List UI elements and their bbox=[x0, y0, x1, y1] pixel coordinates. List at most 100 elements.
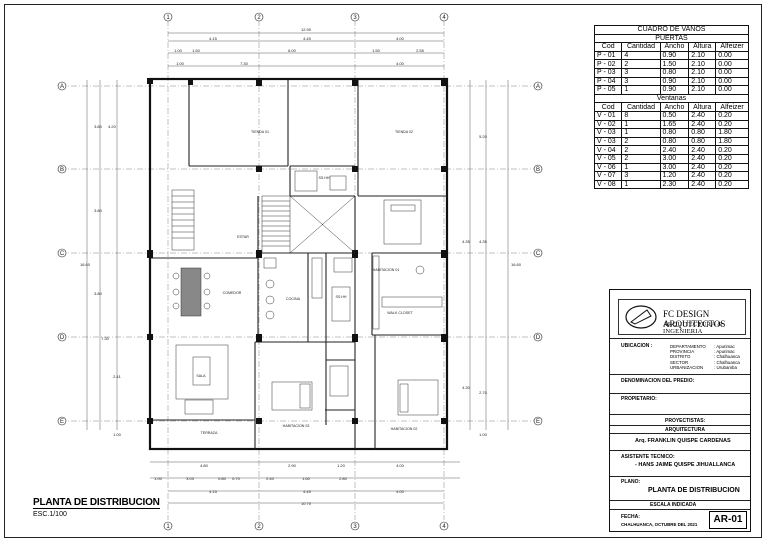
axis-label: 2 bbox=[257, 15, 261, 21]
schedule-cell: 0.00 bbox=[715, 85, 749, 95]
axis-bubble-4-top bbox=[439, 12, 449, 22]
schedule-cell: 1.80 bbox=[715, 136, 749, 147]
bed-1 bbox=[383, 199, 422, 245]
discipline: ARQUITECTURA bbox=[665, 427, 705, 433]
schedule-cell: 2 bbox=[621, 136, 661, 147]
schedule-cell: P - 02 bbox=[593, 59, 623, 69]
schedule-title: CUADRO DE VANOS bbox=[594, 25, 749, 35]
location-values: : Apurimac: Apurimac: Chalhuanca: Chalhu… bbox=[714, 344, 740, 370]
schedule-cell: 2.10 bbox=[688, 85, 717, 95]
schedule-cell: 0.90 bbox=[659, 50, 690, 61]
schedule-header-cell: Cantidad bbox=[621, 42, 661, 52]
bed-3 bbox=[271, 381, 313, 411]
schedule-cell: 2.10 bbox=[688, 59, 717, 69]
schedule-cell: 2.40 bbox=[688, 145, 717, 155]
room-label: TIENDA 02 bbox=[395, 130, 413, 134]
schedule-cell: P - 01 bbox=[593, 50, 623, 61]
plan-label: PLANO: bbox=[621, 479, 641, 485]
axis-bubble-a-left bbox=[57, 81, 67, 91]
bed-2 bbox=[397, 379, 439, 416]
axis-label: D bbox=[60, 335, 65, 341]
schedule-cell: 1 bbox=[621, 179, 661, 190]
location-line: : Urubamba bbox=[714, 364, 737, 370]
schedule-cell: P - 03 bbox=[593, 67, 623, 78]
schedule-cell: 0.80 bbox=[659, 136, 690, 147]
room-label: SS.HH bbox=[336, 295, 347, 299]
dining-table bbox=[180, 267, 202, 317]
dim-label: 1.00 bbox=[154, 476, 163, 481]
dim-label: 2.55 bbox=[416, 48, 425, 53]
axis-bubble-3-top bbox=[350, 12, 360, 22]
dim-label: 2.41 bbox=[113, 374, 122, 379]
sheet-number: AR-01 bbox=[709, 511, 747, 529]
room-label: ESTAR bbox=[237, 235, 249, 239]
axis-label: 3 bbox=[353, 15, 357, 21]
schedule-cell: 3 bbox=[621, 76, 661, 87]
schedule-cell: 1.20 bbox=[659, 171, 690, 181]
location-line: PROVINCIA bbox=[670, 349, 695, 355]
dim-label: 0.70 bbox=[232, 476, 241, 481]
location-line: DISTRITO bbox=[670, 354, 691, 360]
firm-logo-icon bbox=[625, 305, 657, 329]
windows-title: Ventanas bbox=[594, 93, 749, 104]
schedule-cell: 0.90 bbox=[659, 85, 690, 95]
schedule-cell: 3.00 bbox=[659, 153, 690, 164]
dim-label: 4.30 bbox=[462, 385, 471, 390]
dim-label: 4.35 bbox=[479, 239, 488, 244]
dim-label: 2.90 bbox=[288, 463, 297, 468]
schedule-cell: 3.00 bbox=[659, 162, 690, 173]
axis-bubble-b-left bbox=[57, 164, 67, 174]
location-line: : Chalhuanca bbox=[714, 359, 740, 365]
axis-bubble-2-top bbox=[254, 12, 264, 22]
axis-label: 4 bbox=[442, 15, 446, 21]
axis-label: 1 bbox=[166, 15, 170, 21]
axis-label: 1 bbox=[166, 524, 170, 530]
schedule-cell: P - 04 bbox=[593, 76, 623, 87]
axis-bubble-4-bottom bbox=[439, 521, 449, 531]
schedule-cell: 1.80 bbox=[715, 128, 749, 138]
location-line: : Apurimac bbox=[714, 344, 735, 349]
dim-label: 16.60 bbox=[511, 262, 522, 267]
dim-label: 3.03 bbox=[186, 476, 195, 481]
axis-label: B bbox=[536, 167, 540, 173]
dim-label: 2.70 bbox=[479, 390, 488, 395]
schedule-cell: 0.20 bbox=[715, 145, 749, 155]
schedule-cell: 0.00 bbox=[715, 67, 749, 78]
dim-label: 4.00 bbox=[396, 489, 405, 494]
axis-label: C bbox=[536, 251, 541, 257]
schedule-cell: 0.80 bbox=[688, 128, 717, 138]
schedule-cell: V - 05 bbox=[593, 153, 623, 164]
schedule-cell: 1.65 bbox=[659, 119, 690, 130]
dim-label: 2.80 bbox=[339, 476, 348, 481]
axis-label: 2 bbox=[257, 524, 261, 530]
schedule-cell: 2.40 bbox=[688, 162, 717, 173]
schedule-cell: V - 01 bbox=[593, 110, 623, 121]
schedule-cell: V - 03 bbox=[593, 128, 623, 138]
location-line: : Chalhuanca bbox=[714, 354, 740, 360]
dim-label: 4.00 bbox=[396, 61, 405, 66]
dim-label: 1.00 bbox=[479, 432, 488, 437]
dim-label: 16.60 bbox=[80, 262, 91, 267]
dim-label: 4.35 bbox=[462, 239, 471, 244]
axis-bubble-d-right bbox=[533, 332, 543, 342]
dim-label: 10.70 bbox=[301, 501, 312, 506]
dim-label: 7.30 bbox=[101, 336, 110, 341]
firm-subtitle: ARQUITECTURA & INGENIERIA bbox=[663, 321, 723, 335]
schedule-cell: 0.20 bbox=[715, 153, 749, 164]
scale-label: ESCALA INDICADA bbox=[650, 502, 697, 508]
room-label: SALA bbox=[196, 374, 206, 378]
dim-label: 1.00 bbox=[174, 48, 183, 53]
schedule-cell: 1 bbox=[621, 128, 661, 138]
room-label: COCINA bbox=[286, 297, 301, 301]
